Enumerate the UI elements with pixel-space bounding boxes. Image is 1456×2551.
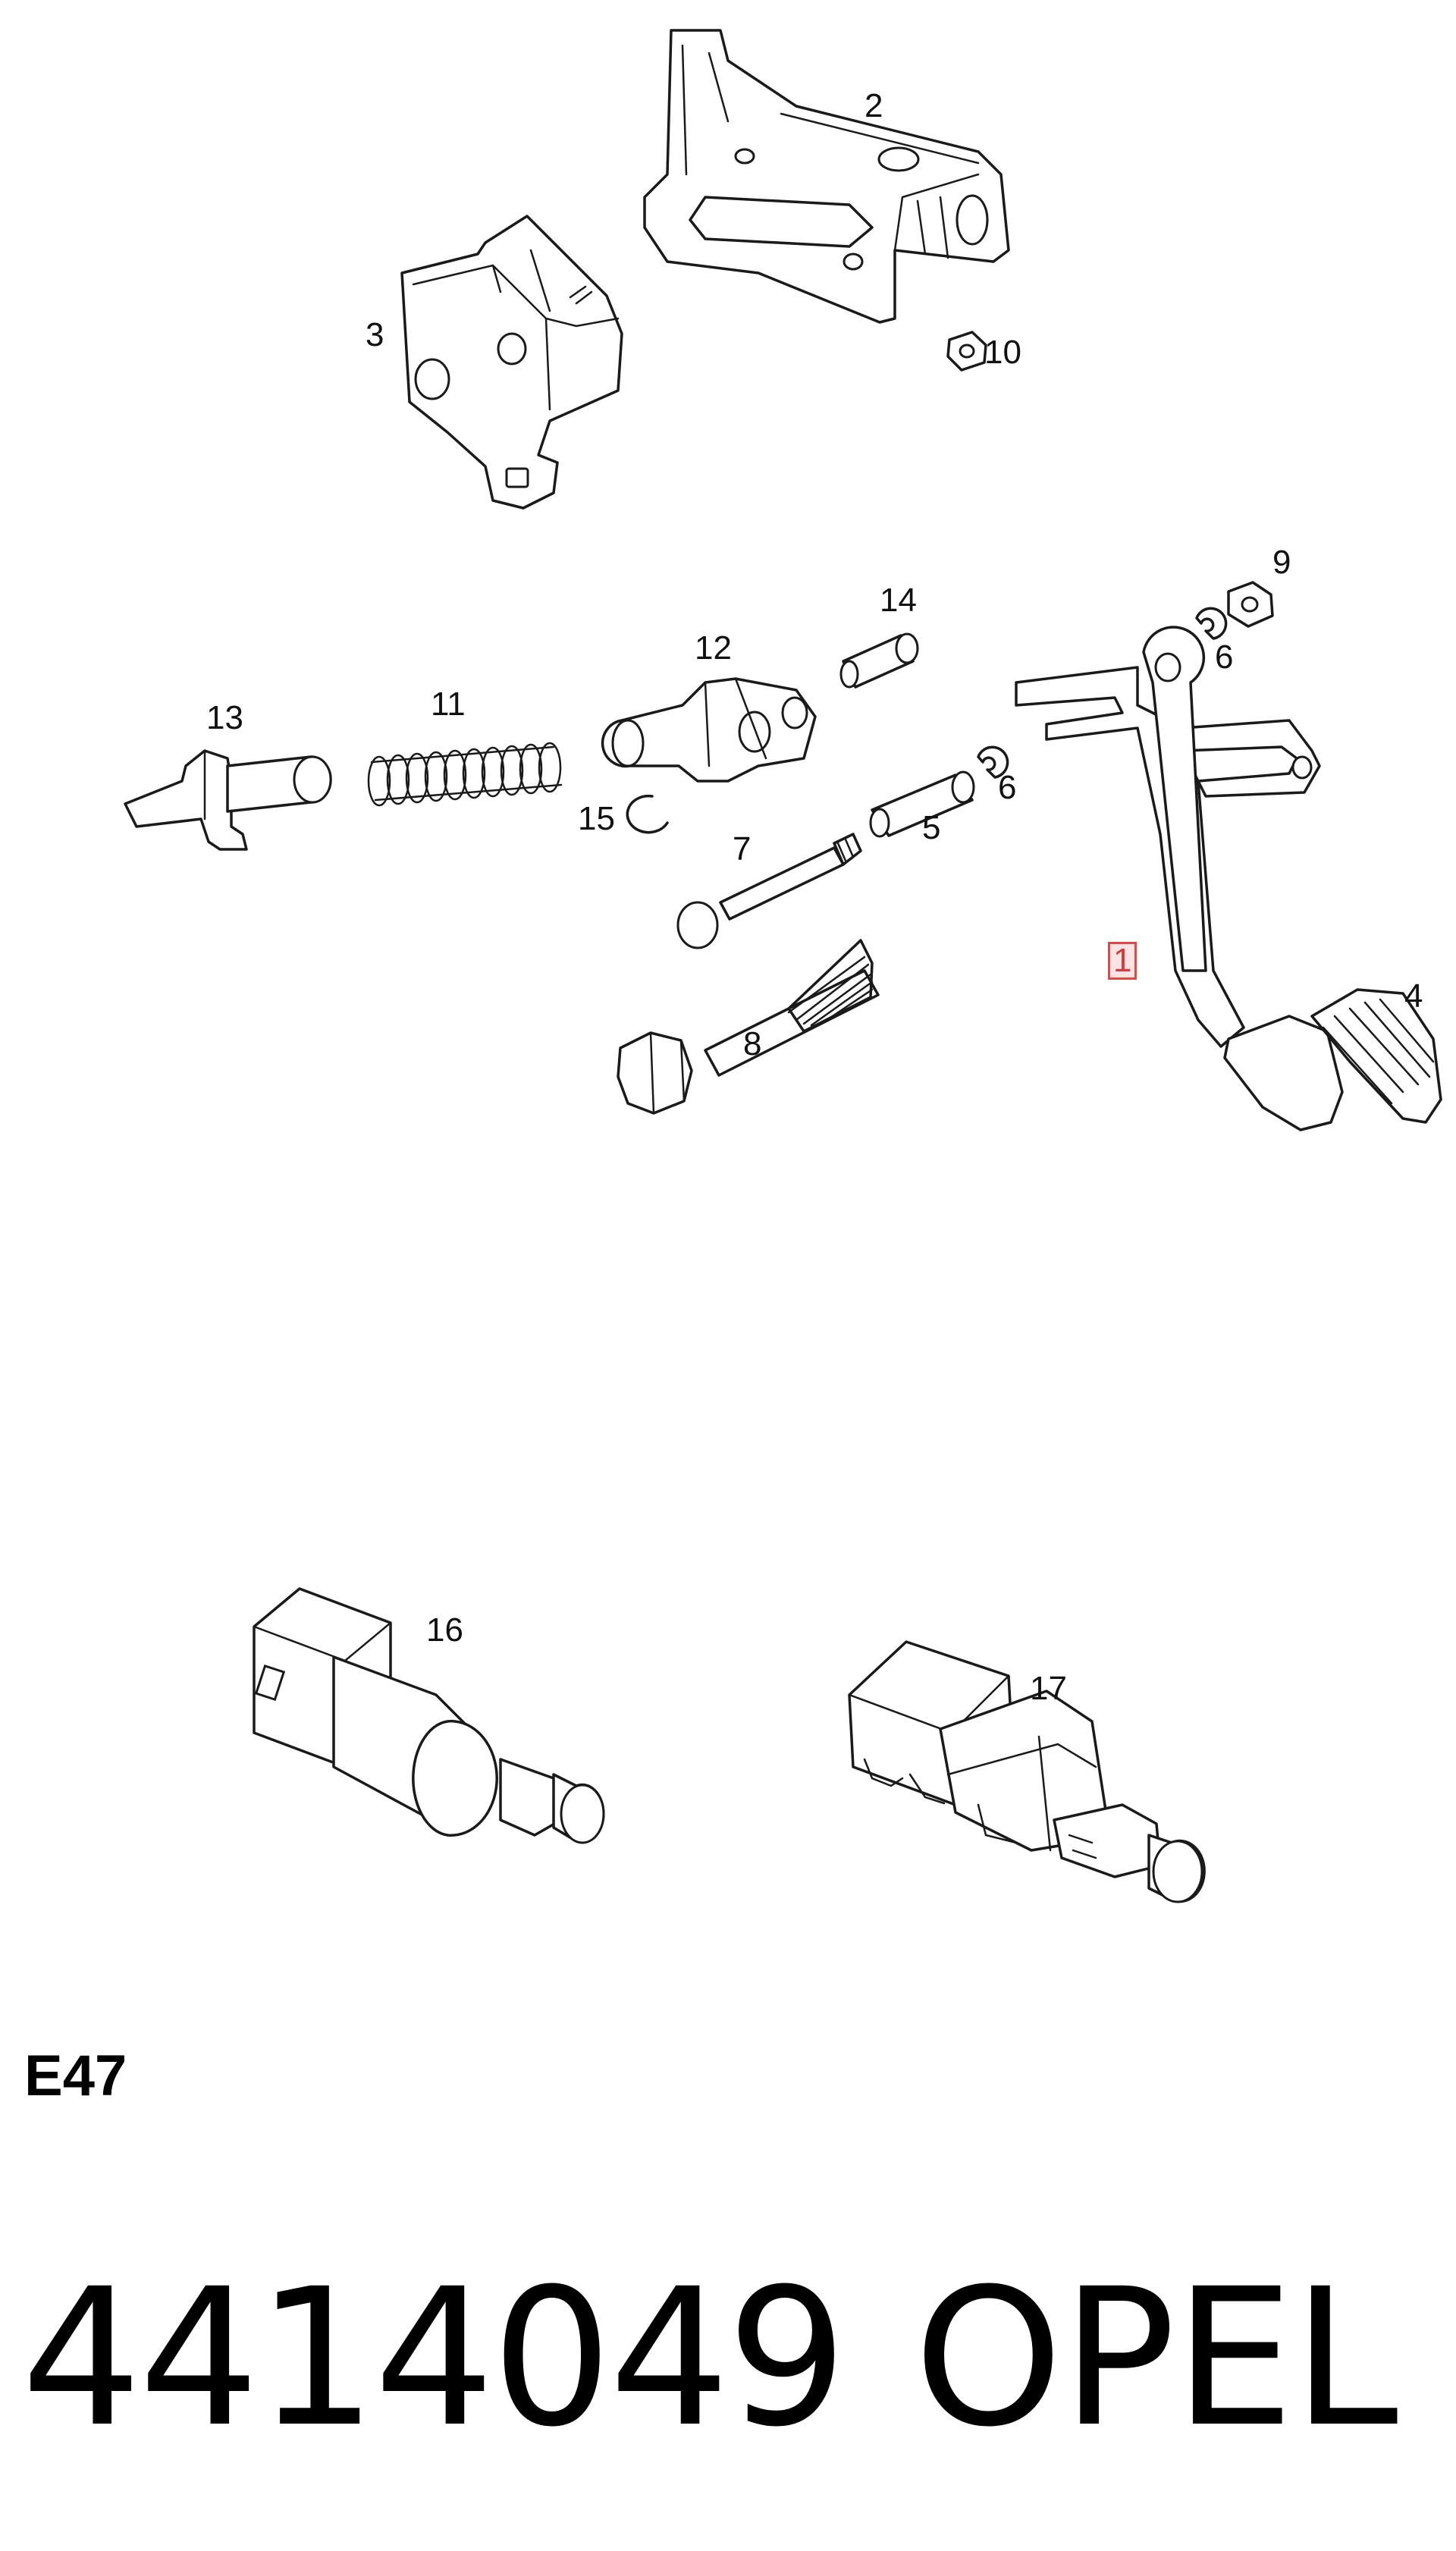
part-17-light-switch (848, 1640, 1206, 1903)
callout-7[interactable]: 7 (733, 830, 752, 868)
part-4-pedal-pad (1310, 988, 1442, 1124)
part-7-shoulder-pin (676, 833, 862, 949)
callout-1-highlighted[interactable]: 1 (1107, 942, 1138, 980)
part-9-nut (1227, 581, 1274, 628)
part-10-nut (946, 331, 987, 372)
part-3-bracket (400, 215, 623, 510)
brand-name: OPEL (914, 2248, 1398, 2468)
callout-17[interactable]: 17 (1030, 1670, 1067, 1707)
part-number: 4414049 (21, 2248, 847, 2468)
callout-10[interactable]: 10 (984, 334, 1021, 371)
callout-12[interactable]: 12 (695, 629, 732, 667)
callout-3[interactable]: 3 (366, 316, 384, 353)
callout-15[interactable]: 15 (578, 800, 615, 837)
part-14-pin (839, 632, 919, 689)
callout-16[interactable]: 16 (426, 1611, 463, 1649)
part-8-hex-bolt (617, 939, 880, 1115)
callout-11[interactable]: 11 (431, 686, 466, 723)
callout-14[interactable]: 14 (880, 582, 917, 619)
part-6-clip-lower (977, 745, 1009, 779)
part-5-bushing (869, 770, 975, 838)
part-13-spring-seat (124, 749, 332, 851)
callout-6-lower[interactable]: 6 (998, 769, 1017, 806)
callout-4[interactable]: 4 (1404, 977, 1423, 1015)
part-6-clip-upper (1195, 607, 1228, 640)
section-code: E47 (24, 2044, 127, 2108)
callout-5[interactable]: 5 (922, 809, 941, 846)
callout-6-upper[interactable]: 6 (1215, 639, 1234, 676)
part-2-mounting-bracket (643, 29, 1010, 324)
callout-13[interactable]: 13 (206, 699, 243, 736)
callout-8[interactable]: 8 (743, 1025, 762, 1062)
part-12-clevis (601, 677, 817, 783)
callout-2[interactable]: 2 (864, 87, 883, 124)
callout-9[interactable]: 9 (1272, 544, 1291, 581)
part-1-pedal-arm (1015, 626, 1344, 1131)
part-11-spring (367, 742, 563, 807)
part-16-light-switch (253, 1587, 605, 1844)
part-15-circlip (626, 794, 669, 834)
